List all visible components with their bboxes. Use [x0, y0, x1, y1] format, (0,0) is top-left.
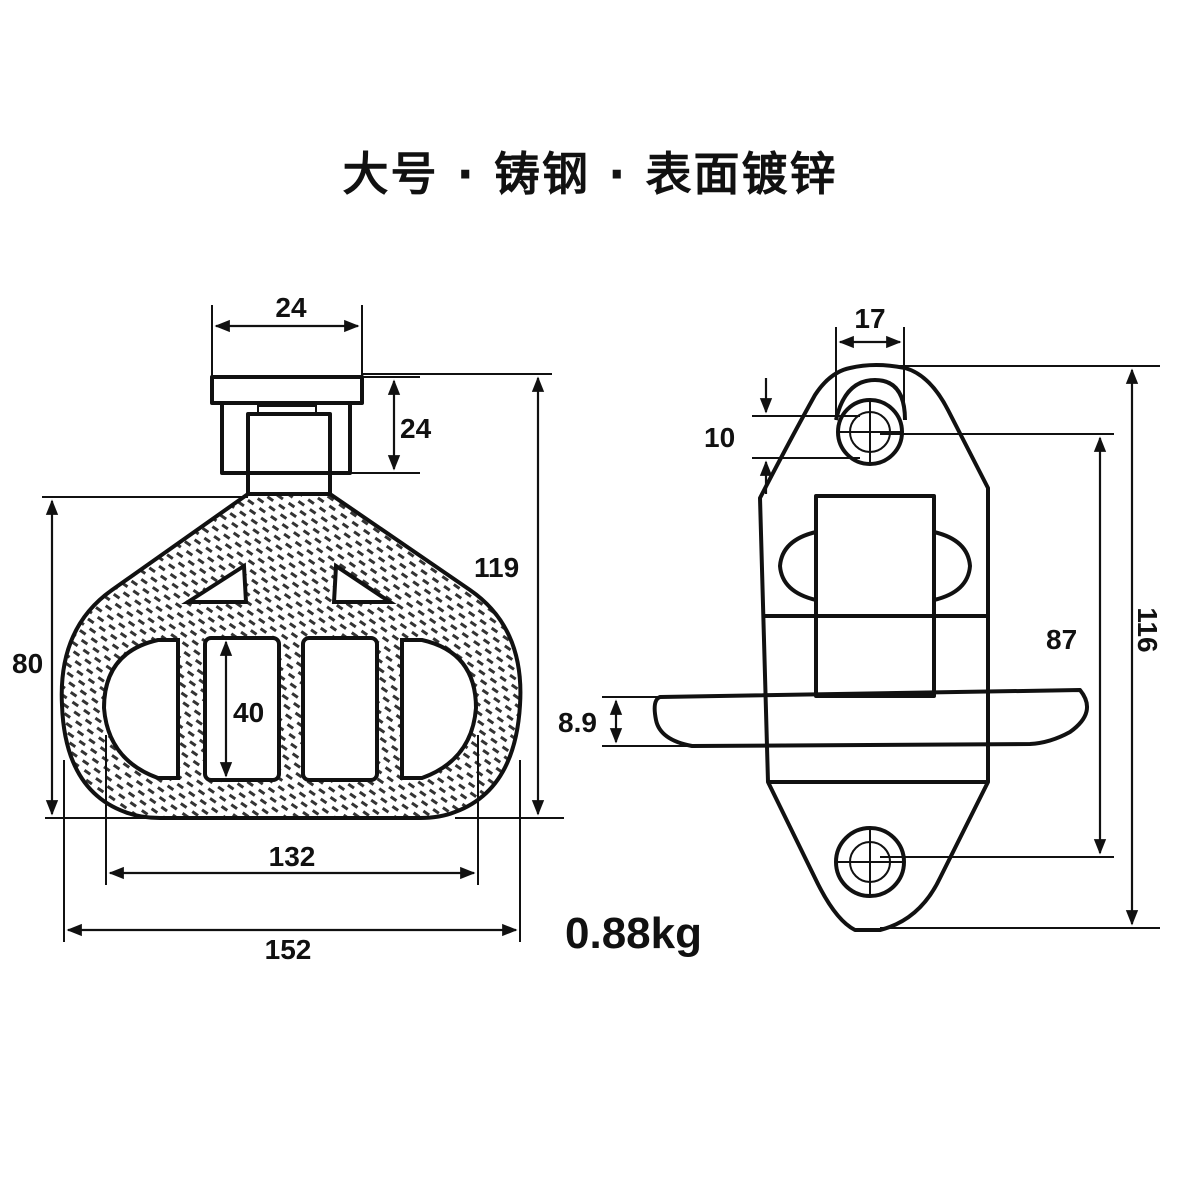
side-step-bar	[652, 688, 1090, 748]
dim-inner-width-label: 132	[269, 841, 316, 872]
dim-side-overall-height-label: 116	[1132, 607, 1163, 652]
dim-top-height: 24	[330, 376, 432, 474]
dim-step-thickness: 8.9	[558, 696, 690, 747]
dim-overall-width: 152	[63, 760, 521, 965]
front-view: 24 24 119 80 40	[12, 292, 564, 965]
weight-label: 0.88kg	[565, 909, 702, 958]
dim-slot-height-label: 40	[233, 697, 264, 728]
side-center-block	[762, 494, 990, 698]
dim-overall-height: 119	[362, 373, 564, 819]
dim-eye-width-label: 17	[854, 303, 885, 334]
dim-overall-height-label: 119	[474, 552, 519, 583]
dim-top-width-label: 24	[275, 292, 307, 323]
front-head-block	[210, 375, 364, 496]
dim-top-height-label: 24	[400, 413, 432, 444]
dim-inner-width: 132	[105, 735, 479, 885]
dim-hole-spacing: 87	[880, 433, 1114, 858]
side-bottom-eye	[768, 780, 988, 898]
dim-hole-spacing-label: 87	[1046, 624, 1077, 655]
dim-top-width: 24	[211, 292, 363, 377]
side-body-outline	[758, 363, 990, 932]
dim-hole-offset-label: 10	[704, 422, 735, 453]
dim-eye-width: 17	[835, 303, 905, 420]
dim-plate-height: 80	[12, 496, 248, 819]
dim-step-thickness-label: 8.9	[558, 707, 597, 738]
dim-side-overall-height: 116	[880, 365, 1163, 929]
dim-slot-height: 40	[219, 640, 264, 778]
dim-plate-height-label: 80	[12, 648, 43, 679]
dim-hole-offset: 10	[704, 378, 860, 494]
side-top-eye	[834, 378, 907, 466]
dim-overall-width-label: 152	[265, 934, 312, 965]
side-view: 17 10 87 116 8.9	[558, 303, 1163, 932]
page-title: 大号 · 铸钢 · 表面镀锌	[342, 147, 837, 201]
